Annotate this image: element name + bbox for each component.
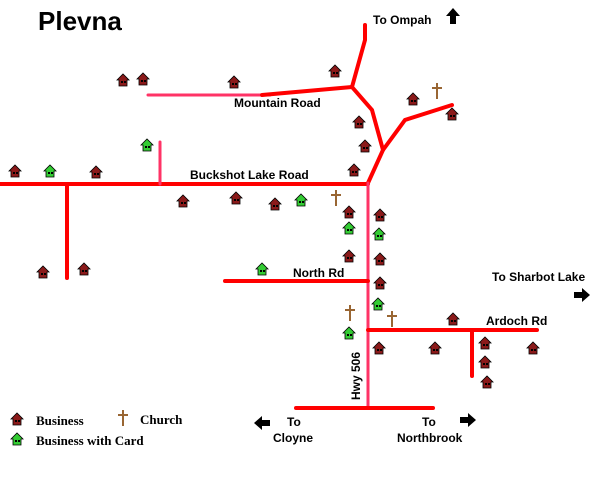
business-icon: [358, 139, 372, 153]
business-with-card-icon: [342, 326, 356, 340]
business-icon: [342, 205, 356, 219]
business-with-card-icon: [372, 227, 386, 241]
north-rd-label: North Rd: [293, 266, 344, 280]
business-icon: [8, 164, 22, 178]
business-icon: [372, 341, 386, 355]
business-icon: [136, 72, 150, 86]
mountain-road-label: Mountain Road: [234, 96, 321, 110]
road-network: [0, 23, 539, 410]
church-cross-icon: [387, 311, 397, 327]
legend-church-icon: [118, 410, 128, 426]
business-markers: [8, 64, 540, 389]
business-icon: [342, 249, 356, 263]
business-icon: [77, 262, 91, 276]
business-icon: [480, 375, 494, 389]
business-with-card-icon: [342, 221, 356, 235]
business-icon: [229, 191, 243, 205]
business-icon: [328, 64, 342, 78]
legend-business-with-card-label: Business with Card: [36, 433, 144, 448]
business-with-card-icon: [371, 297, 385, 311]
business-icon: [526, 341, 540, 355]
to-northbrook-name: Northbrook: [397, 431, 463, 445]
legend-business-label: Business: [36, 413, 84, 428]
business-with-card-icon: [43, 164, 57, 178]
road-ne-branch: [381, 103, 454, 152]
business-icon: [352, 115, 366, 129]
map-title: Plevna: [38, 6, 122, 36]
business-icon: [446, 312, 460, 326]
to-ompah-label: To Ompah: [373, 13, 431, 27]
legend-business-icon: [10, 412, 24, 426]
legend: Business Church Business with Card: [10, 410, 183, 448]
business-with-card-icon: [140, 138, 154, 152]
to-cloyne-name: Cloyne: [273, 431, 313, 445]
business-icon: [406, 92, 420, 106]
business-icon: [373, 276, 387, 290]
ardoch-rd-label: Ardoch Rd: [486, 314, 547, 328]
business-with-card-icon: [294, 193, 308, 207]
business-with-card-icon: [255, 262, 269, 276]
legend-church-label: Church: [140, 412, 183, 427]
road-to-ompah: [349, 23, 386, 185]
to-northbrook-to: To: [422, 415, 436, 429]
arrow-right-icon: [574, 288, 590, 302]
to-cloyne-to: To: [287, 415, 301, 429]
business-icon: [373, 252, 387, 266]
arrow-up-icon: [446, 8, 460, 24]
business-icon: [478, 355, 492, 369]
business-icon: [347, 163, 361, 177]
business-icon: [227, 75, 241, 89]
business-icon: [116, 73, 130, 87]
business-icon: [445, 107, 459, 121]
mountain-road: [260, 85, 354, 97]
business-icon: [176, 194, 190, 208]
business-icon: [268, 197, 282, 211]
arrow-left-icon: [254, 416, 270, 430]
business-icon: [373, 208, 387, 222]
church-cross-icon: [345, 305, 355, 321]
business-icon: [478, 336, 492, 350]
buckshot-lake-road-label: Buckshot Lake Road: [190, 168, 309, 182]
business-icon: [36, 265, 50, 279]
church-cross-icon: [331, 190, 341, 206]
hwy-506-label: Hwy 506: [349, 352, 363, 400]
church-markers: [331, 83, 442, 327]
to-sharbot-lake-label: To Sharbot Lake: [492, 270, 585, 284]
arrow-right-icon: [460, 413, 476, 427]
business-icon: [428, 341, 442, 355]
legend-business-with-card-icon: [10, 432, 24, 446]
business-icon: [89, 165, 103, 179]
church-cross-icon: [432, 83, 442, 99]
